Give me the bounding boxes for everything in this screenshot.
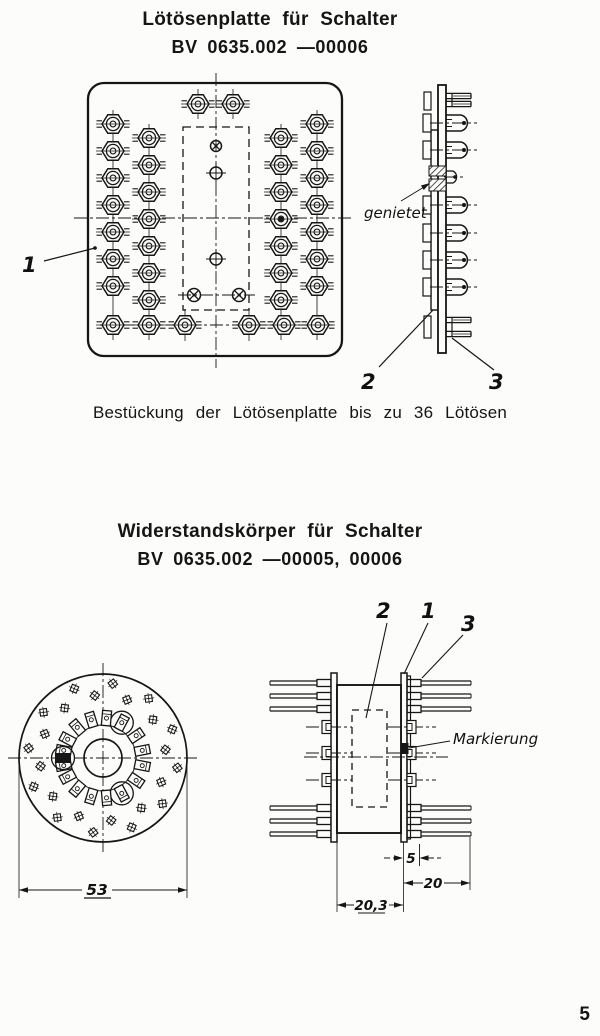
figure2-linework [8, 622, 472, 914]
figure1-heading: Lötösenplatte für Schalter BV 0635.002 —… [0, 8, 540, 59]
page-number: 5 [579, 1004, 590, 1025]
figure1-callout-3: 3 [489, 370, 504, 394]
figure1-title: Lötösenplatte für Schalter [142, 9, 398, 30]
figure2-heading: Widerstandskörper für Schalter BV 0635.0… [0, 520, 540, 571]
figure1-caption: Bestückung der Lötösenplatte bis zu 36 L… [92, 403, 508, 422]
figure2-callout-2: 2 [376, 599, 391, 623]
figure2-subtitle: BV 0635.002 —00005, 00006 [137, 549, 403, 569]
dimension-plate-offset: 5 [406, 851, 415, 867]
dimension-pin-length: 20 [424, 876, 443, 892]
figure1-drawing: 1 2 3 genietet [22, 73, 504, 394]
figure2-callout-1: 1 [421, 599, 436, 623]
figure2-callout-3: 3 [461, 612, 476, 636]
figure2-drawing: 2 1 3 Markierung 53 5 20 20,3 [8, 599, 538, 914]
dimension-body-width: 20,3 [354, 898, 387, 914]
figure2-marking-label: Markierung [453, 730, 538, 748]
figure1-riveted-label: genietet [364, 204, 428, 222]
figure1-linework [43, 73, 495, 371]
figure1-callout-2: 2 [361, 370, 376, 394]
figure1-subtitle: BV 0635.002 —00006 [171, 37, 369, 57]
dimension-disc-diameter: 53 [86, 881, 108, 899]
figure1-callout-1: 1 [22, 253, 37, 277]
figure2-title: Widerstandskörper für Schalter [117, 521, 423, 542]
